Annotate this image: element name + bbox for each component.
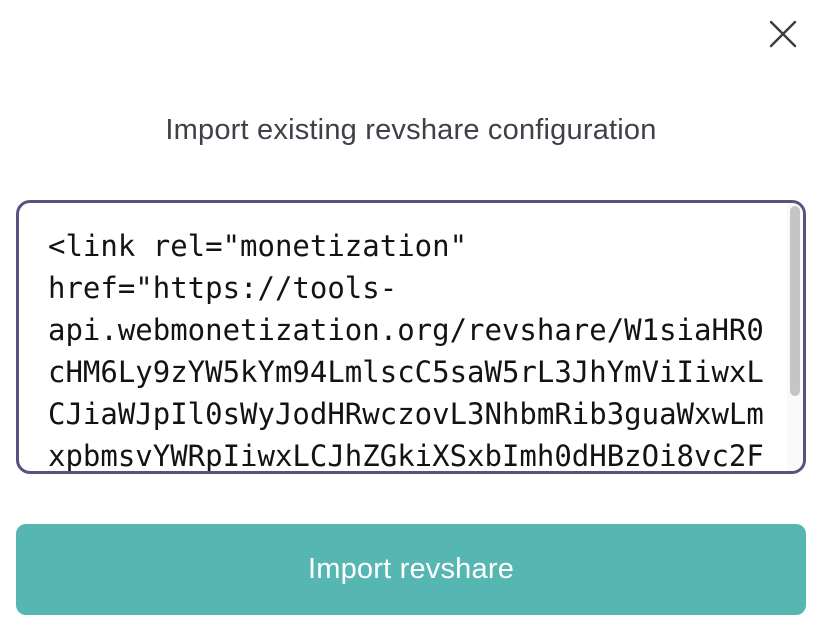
close-button[interactable] bbox=[765, 16, 801, 52]
config-textarea-wrapper: <link rel="monetization" href="https://t… bbox=[16, 200, 806, 474]
revshare-config-input[interactable]: <link rel="monetization" href="https://t… bbox=[16, 200, 806, 474]
scrollbar-track[interactable] bbox=[787, 203, 803, 471]
import-revshare-button[interactable]: Import revshare bbox=[16, 524, 806, 615]
scrollbar-thumb[interactable] bbox=[790, 206, 800, 396]
close-icon bbox=[769, 20, 797, 48]
modal-title: Import existing revshare configuration bbox=[165, 114, 657, 146]
